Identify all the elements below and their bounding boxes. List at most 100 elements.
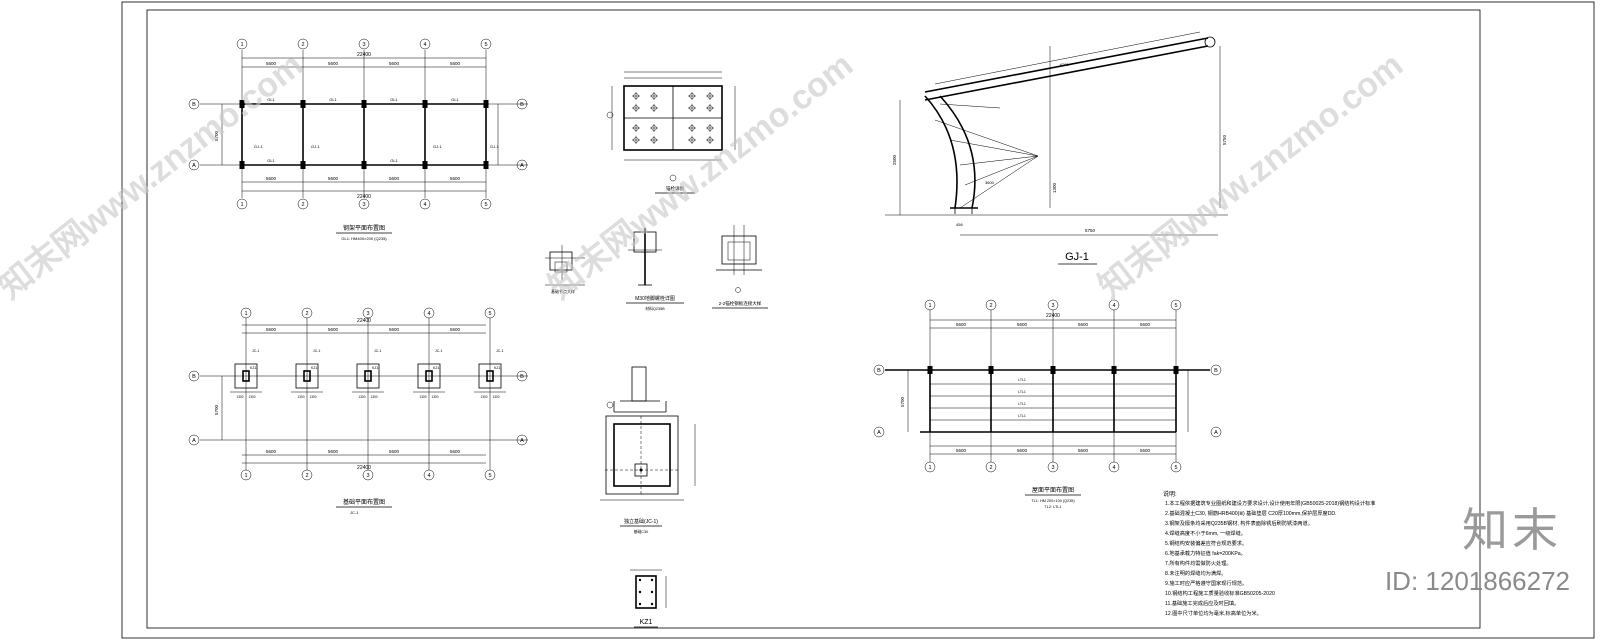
axis-bubble-col-label: 4 bbox=[427, 473, 430, 479]
notes-heading: 说明: bbox=[1163, 490, 1177, 498]
note-item: 4.焊缝高度不小于6mm, 一级焊缝。 bbox=[1165, 529, 1246, 537]
dim-bay: 5600 bbox=[1078, 322, 1089, 327]
frame-tag: GJ-1 bbox=[311, 144, 320, 149]
kz-title: KZ1 bbox=[640, 619, 653, 626]
purlin-tag: LTL1 bbox=[1018, 414, 1026, 418]
axis-bubble-col: 5 bbox=[484, 469, 496, 481]
jc-note: 基础C30 bbox=[634, 529, 649, 534]
axis-bubble-col: 4 bbox=[1108, 299, 1120, 311]
axis-bubble-col-label: 3 bbox=[366, 311, 369, 317]
beam-tag: GL1 bbox=[329, 97, 337, 102]
axis-bubble-col-label: 2 bbox=[301, 202, 304, 208]
pad-dim: 1300 bbox=[248, 395, 255, 399]
axis-bubble-row-label: A bbox=[1214, 430, 1218, 436]
pad-dim: 1300 bbox=[297, 395, 304, 399]
gj-span: 5750 bbox=[1085, 228, 1096, 233]
pad-tag: KZ1 bbox=[250, 366, 256, 370]
dim-total-top: 22400 bbox=[357, 52, 371, 58]
dim-bay: 5600 bbox=[450, 449, 461, 454]
axis-bubble-col: 3 bbox=[358, 38, 370, 50]
axis-bubble-row-label: A bbox=[520, 163, 524, 169]
gj-radius: 3600 bbox=[985, 180, 995, 185]
dim-bay: 5600 bbox=[450, 327, 461, 332]
axis-bubble-row: A bbox=[516, 434, 528, 446]
plate-title: 锚栓详图 bbox=[666, 185, 684, 192]
axis-bubble-col-label: 5 bbox=[484, 42, 487, 48]
pad-tag: KZ1 bbox=[372, 366, 378, 370]
dim-total-bottom: 22400 bbox=[357, 465, 371, 471]
gj-rise: 2500 bbox=[892, 154, 897, 165]
purlin-tag: LTL1 bbox=[1018, 378, 1026, 382]
axis-bubble-col: 4 bbox=[1108, 461, 1120, 473]
pad-dim: 1300 bbox=[480, 395, 487, 399]
gj-title: GJ-1 bbox=[1065, 251, 1089, 263]
steel-plan-title: 钢架平面布置图 bbox=[343, 224, 385, 232]
dim-bay: 5600 bbox=[1140, 322, 1151, 327]
jc-title: 独立基础(JC-1) bbox=[624, 518, 658, 525]
watermark-text: 知末网www.znzmo.com bbox=[1092, 46, 1411, 307]
axis-bubble-col: 5 bbox=[1170, 299, 1182, 311]
axis-bubble-row-label: A bbox=[520, 438, 524, 444]
axis-bubble-row: A bbox=[188, 434, 200, 446]
dim-bay: 5600 bbox=[328, 61, 339, 66]
foundation-jc1-detail: 独立基础(JC-1) 基础C30 KZ1 bbox=[600, 366, 696, 628]
m30-note: 材料Q235B bbox=[645, 306, 665, 311]
axis-bubble-col-label: 3 bbox=[1051, 465, 1054, 471]
axis-bubble-col: 4 bbox=[419, 38, 431, 50]
axis-bubble-col: 5 bbox=[1170, 461, 1182, 473]
pad-tag: KZ1 bbox=[494, 366, 500, 370]
gj-base: 1300 bbox=[1052, 182, 1057, 193]
axis-bubble-col: 3 bbox=[1047, 461, 1059, 473]
axis-bubble-col: 2 bbox=[985, 461, 997, 473]
dim-bay: 5600 bbox=[389, 449, 400, 454]
axis-bubble-col-label: 1 bbox=[928, 465, 931, 471]
roof-plan-note2: TL2: LTL1 bbox=[1044, 505, 1061, 509]
axis-bubble-col: 5 bbox=[480, 38, 492, 50]
note-item: 6.地基承载力特征值 fak=200KPa。 bbox=[1165, 549, 1246, 557]
axis-bubble-col-label: 5 bbox=[488, 473, 491, 479]
foundation-plan: 22400 22400 5600 5600 5600 5600 5600 560… bbox=[188, 307, 528, 515]
axis-bubble-col: 5 bbox=[484, 307, 496, 319]
purlin-tag: LTL1 bbox=[1018, 402, 1026, 406]
note-item: 5.钢结构安装偏差应符合规范要求。 bbox=[1165, 539, 1247, 547]
pad-tag: JC-1 bbox=[435, 349, 442, 353]
axis-bubble-col: 4 bbox=[423, 307, 435, 319]
pad-tag: KZ1 bbox=[433, 366, 439, 370]
axis-bubble-col-label: 4 bbox=[1112, 303, 1115, 309]
axis-bubble-col: 1 bbox=[240, 469, 252, 481]
beam-tag: GL1 bbox=[390, 158, 398, 163]
dim-bay: 5600 bbox=[1078, 448, 1089, 453]
axis-bubble-row: B bbox=[873, 364, 885, 376]
axis-bubble-row: A bbox=[516, 159, 528, 171]
axis-bubble-col-label: 4 bbox=[1112, 465, 1115, 471]
axis-bubble-row: A bbox=[1210, 426, 1222, 438]
dim-bay: 5600 bbox=[450, 176, 461, 181]
dim-bay: 5600 bbox=[1017, 448, 1028, 453]
axis-bubble-col: 1 bbox=[924, 461, 936, 473]
axis-bubble-row-label: B bbox=[1214, 368, 1218, 374]
note-item: 3.钢架及檩条均采用Q235B钢材, 构件表面除锈后刷防锈漆两道。 bbox=[1165, 519, 1313, 527]
note-item: 1.本工程依据建筑专业图纸和建设方要求设计,设计使用年限(GB50025-201… bbox=[1165, 499, 1375, 507]
roof-plan-title: 屋面平面布置图 bbox=[1032, 486, 1074, 494]
dim-bay: 5600 bbox=[1140, 448, 1151, 453]
axis-bubble-row: B bbox=[188, 370, 200, 382]
gj-basew: 456 bbox=[956, 222, 963, 227]
axis-bubble-row-label: B bbox=[192, 102, 196, 108]
inner-frame bbox=[146, 9, 1481, 629]
axis-bubble-col: 5 bbox=[480, 198, 492, 210]
dim-bay: 5600 bbox=[389, 327, 400, 332]
axis-bubble-row-label: A bbox=[877, 430, 881, 436]
sec22-title: 2-2锚栓钢板连接大样 bbox=[719, 300, 762, 307]
axis-bubble-col: 3 bbox=[358, 198, 370, 210]
axis-bubble-col-label: 1 bbox=[244, 473, 247, 479]
axis-bubble-col-label: 5 bbox=[1174, 303, 1177, 309]
axis-bubble-col: 4 bbox=[423, 469, 435, 481]
axis-bubble-col: 3 bbox=[362, 307, 374, 319]
beam-tag: GL1 bbox=[390, 97, 398, 102]
axis-bubble-row-label: B bbox=[877, 368, 881, 374]
dim-bay: 5600 bbox=[389, 176, 400, 181]
dim-total-bottom: 22400 bbox=[357, 194, 371, 200]
bolt-details: 基础节点大样 M30地脚螺栓详图 材料Q235B 2-2锚栓钢板连接大样 bbox=[545, 225, 768, 311]
